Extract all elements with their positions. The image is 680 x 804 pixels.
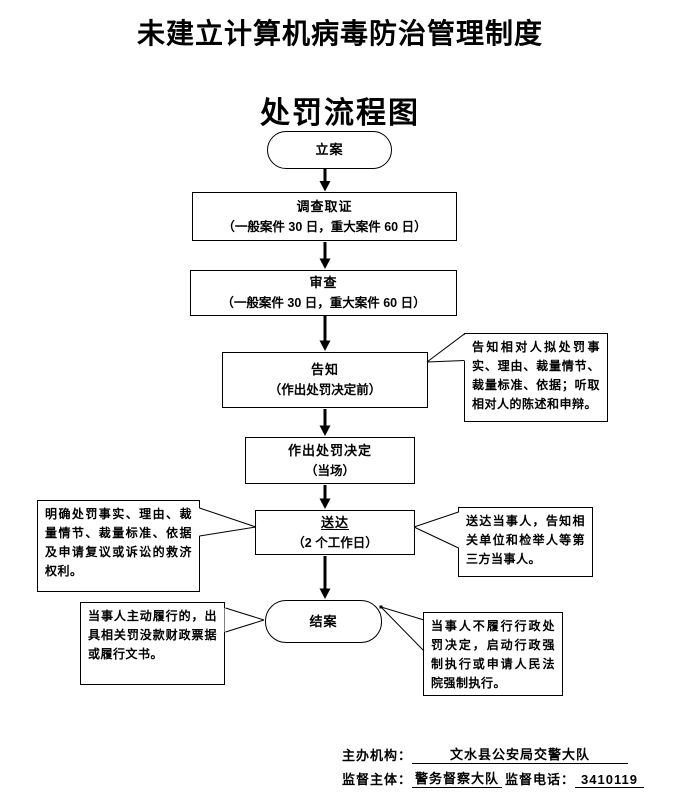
- callout-voluntary-performance: 当事人主动履行的，出具相关罚没款财政票据或履行文书。: [80, 602, 225, 685]
- node-sublabel: （一般案件 30 日，重大案件 60 日）: [222, 219, 427, 234]
- flow-arrow-decision-to-delivery: [319, 485, 331, 509]
- node-label: 立案: [315, 142, 344, 157]
- callout-remedy-rights: 明确处罚事实、理由、裁量情节、裁量标准、依据及申请复议或诉讼的救济权利。: [37, 500, 200, 592]
- node-label: 告知: [310, 362, 339, 377]
- flow-arrow-investigation-to-review: [319, 242, 331, 269]
- supervisor-label: 监督主体：: [342, 772, 413, 787]
- node-notification: 告知 （作出处罚决定前）: [222, 352, 428, 408]
- footer-supervision-row: 监督主体： 警务督察大队 监督电话： 3410119: [342, 766, 644, 788]
- callout-notification-details: 告知相对人拟处罚事实、理由、裁量情节、裁量标准、依据；听取相对人的陈述和申辩。: [464, 333, 608, 422]
- page-title: 未建立计算机病毒防治管理制度: [136, 19, 543, 50]
- node-start-case: 立案: [267, 131, 392, 169]
- chart-title: 处罚流程图: [260, 97, 420, 130]
- callout-tail-notification: [426, 333, 466, 363]
- flow-arrow-notification-to-decision: [319, 409, 331, 436]
- phone-label: 监督电话：: [505, 772, 576, 787]
- callout-tail-voluntary: [224, 607, 265, 633]
- callout-text: 送达当事人，告知相关单位和检举人等第三方当事人。: [466, 514, 585, 566]
- callout-delivery-parties: 送达当事人，告知相关单位和检举人等第三方当事人。: [458, 507, 593, 577]
- phone-value: 3410119: [575, 772, 644, 788]
- node-decision: 作出处罚决定 （当场）: [245, 437, 415, 484]
- flow-arrow-review-to-notification: [319, 316, 331, 351]
- node-sublabel: （2 个工作日）: [292, 535, 378, 550]
- node-investigation: 调查取证 （一般案件 30 日，重大案件 60 日）: [192, 192, 457, 241]
- callout-tail-enforcement: [379, 605, 425, 652]
- host-value: 文水县公安局交警大队: [412, 744, 628, 764]
- flow-arrow-delivery-to-close: [319, 556, 331, 599]
- node-label: 审查: [309, 275, 338, 290]
- callout-text: 当事人不履行行政处罚决定，启动行政强制执行或申请人民法院强制执行。: [431, 619, 555, 690]
- flow-arrow-start-to-investigation: [319, 169, 331, 192]
- callout-text: 当事人主动履行的，出具相关罚没款财政票据或履行文书。: [88, 609, 217, 661]
- callout-text: 告知相对人拟处罚事实、理由、裁量情节、裁量标准、依据；听取相对人的陈述和申辩。: [472, 340, 600, 411]
- callout-text: 明确处罚事实、理由、裁量情节、裁量标准、依据及申请复议或诉讼的救济权利。: [45, 507, 192, 578]
- node-label: 送达: [320, 514, 349, 530]
- supervisor-value: 警务督察大队: [412, 768, 503, 788]
- node-label: 结案: [309, 613, 338, 629]
- node-case-closed: 结案: [265, 600, 382, 643]
- node-review: 审查 （一般案件 30 日，重大案件 60 日）: [190, 270, 457, 316]
- node-sublabel: （当场）: [304, 463, 355, 478]
- host-label: 主办机构：: [342, 748, 413, 763]
- callout-compulsory-enforcement: 当事人不履行行政处罚决定，启动行政强制执行或申请人民法院强制执行。: [423, 612, 563, 696]
- footer-host-row: 主办机构： 文水县公安局交警大队: [342, 742, 628, 764]
- node-sublabel: （一般案件 30 日，重大案件 60 日）: [221, 296, 426, 310]
- node-label: 作出处罚决定: [287, 442, 372, 458]
- node-label: 调查取证: [296, 198, 353, 214]
- footer: 主办机构： 文水县公安局交警大队 监督主体： 警务督察大队 监督电话： 3410…: [342, 742, 644, 790]
- node-sublabel: （作出处罚决定前）: [268, 383, 382, 397]
- callout-tail-remedy: [198, 507, 257, 537]
- node-delivery: 送达 （2 个工作日）: [255, 510, 415, 555]
- callout-tail-delivery: [413, 511, 460, 549]
